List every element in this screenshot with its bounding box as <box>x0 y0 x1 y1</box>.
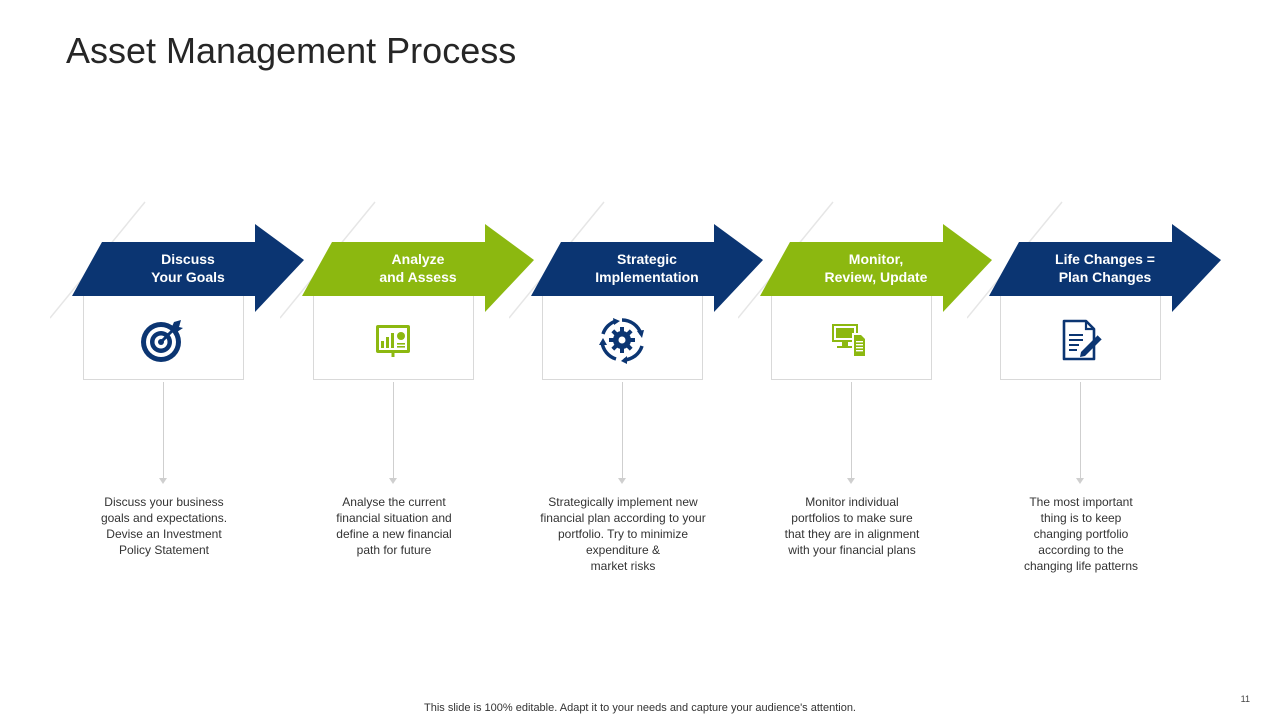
connector-line <box>163 382 164 482</box>
step-arrow-shape <box>72 224 304 312</box>
connector-arrowhead <box>1076 478 1084 484</box>
monitor-document-icon <box>832 324 867 358</box>
connector-arrowhead <box>847 478 855 484</box>
connector-line <box>622 382 623 482</box>
step-description: The most important thing is to keep chan… <box>1023 495 1139 573</box>
step-label: Analyze and Assess <box>379 251 457 285</box>
connector-arrowhead <box>618 478 626 484</box>
step-description: Monitor individual portfolios to make su… <box>784 495 920 557</box>
target-icon <box>141 320 183 362</box>
presentation-chart-icon <box>376 325 410 357</box>
slide-title: Asset Management Process <box>66 30 517 71</box>
connector-arrowhead <box>389 478 397 484</box>
connector-line <box>1080 382 1081 482</box>
gear-cycle-icon <box>599 318 644 364</box>
page-number: 11 <box>1240 694 1250 704</box>
step-arrow-shape <box>302 224 534 312</box>
connector-arrowhead <box>159 478 167 484</box>
step-label: Strategic Implementation <box>595 251 699 285</box>
step-label: Discuss Your Goals <box>151 251 225 285</box>
process-step-3: Strategic Implementation Strategically i… <box>509 190 763 590</box>
document-pen-icon <box>1062 319 1103 361</box>
step-description: Discuss your business goals and expectat… <box>100 495 228 557</box>
connector-line <box>851 382 852 482</box>
step-arrow-shape <box>760 224 992 312</box>
step-arrow-shape <box>531 224 763 312</box>
slide-footer-note: This slide is 100% editable. Adapt it to… <box>424 702 856 714</box>
step-description: Analyse the current financial situation … <box>336 495 452 557</box>
process-step-1: Discuss Your Goals Discuss your business… <box>50 190 304 590</box>
process-step-4: Monitor, Review, Update Monitor individu… <box>738 190 992 590</box>
connector-line <box>393 382 394 482</box>
step-arrow-shape <box>989 224 1221 312</box>
process-step-5: Life Changes = Plan Changes The most imp… <box>967 190 1221 590</box>
step-label: Life Changes = Plan Changes <box>1055 251 1155 285</box>
step-label: Monitor, Review, Update <box>824 251 928 285</box>
step-description: Strategically implement new financial pl… <box>540 495 706 573</box>
process-step-2: Analyze and Assess Analyse the current f… <box>280 190 534 590</box>
